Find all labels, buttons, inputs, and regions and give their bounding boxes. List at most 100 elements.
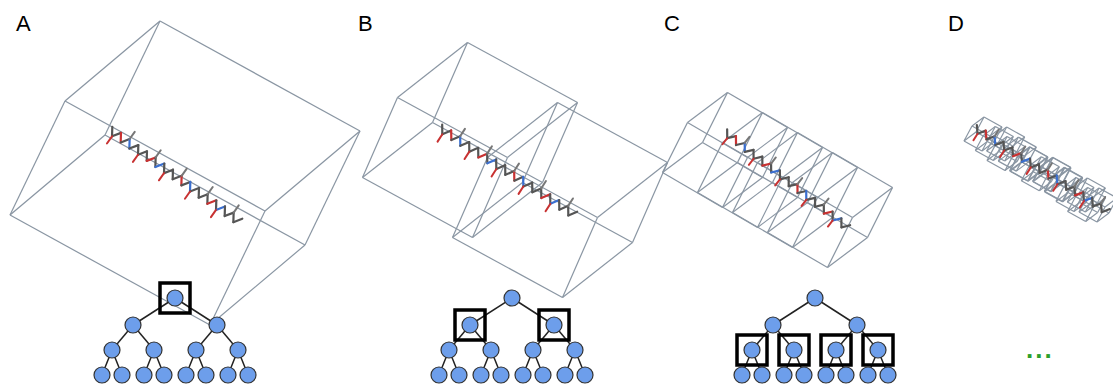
tree-node	[796, 367, 812, 383]
box-edge	[733, 183, 773, 213]
box-edge	[473, 183, 543, 238]
bond	[727, 136, 736, 138]
box-edge	[768, 233, 828, 268]
tree-node	[462, 317, 478, 333]
tree-node	[451, 367, 467, 383]
bond	[1040, 170, 1048, 173]
bond	[806, 198, 815, 200]
bond	[1013, 153, 1021, 156]
bond	[1066, 187, 1074, 190]
bond	[147, 157, 156, 160]
box-edge	[1097, 213, 1109, 222]
bond	[496, 165, 505, 169]
bond	[735, 136, 737, 145]
box-edge	[563, 243, 633, 298]
box-edge	[10, 135, 105, 215]
box-edge	[210, 211, 265, 325]
box-edge	[453, 158, 488, 238]
box-edge	[65, 21, 160, 101]
bond	[995, 130, 999, 137]
tree-node	[94, 367, 110, 383]
box-edge	[984, 117, 1002, 127]
bond	[1080, 201, 1084, 208]
box-edge	[563, 218, 598, 298]
box-edge	[783, 148, 823, 178]
bond	[207, 200, 216, 203]
box-edge	[833, 153, 893, 188]
box-edge	[363, 123, 433, 178]
highlight-square	[863, 335, 893, 365]
bond	[514, 164, 519, 171]
bond	[164, 170, 173, 173]
bond	[514, 177, 523, 181]
bond	[828, 220, 833, 226]
bond	[1057, 181, 1065, 184]
box-edge	[758, 133, 798, 163]
box-edge	[723, 113, 763, 143]
box-edge	[508, 103, 578, 158]
tree-node	[818, 367, 834, 383]
bond	[749, 159, 754, 165]
box-edge	[663, 123, 688, 173]
box-edge	[833, 168, 858, 218]
box-edge	[828, 238, 868, 268]
box-edge	[975, 142, 987, 151]
box-edge	[768, 183, 793, 233]
box-edge	[1021, 181, 1039, 191]
tree-node	[167, 290, 183, 306]
box-edge	[808, 153, 833, 203]
bond	[833, 218, 842, 220]
bond	[726, 129, 728, 138]
bond	[780, 177, 789, 179]
box-edge	[987, 152, 999, 161]
box-edge	[1044, 191, 1062, 201]
box-edge	[1030, 147, 1048, 157]
bond	[451, 136, 460, 140]
tree-node	[849, 317, 865, 333]
tree-node	[535, 367, 551, 383]
box-edge	[1056, 186, 1064, 201]
bond	[199, 194, 208, 197]
box-edge	[1068, 196, 1076, 211]
bond	[789, 184, 798, 186]
highlight-square	[539, 310, 569, 340]
box-edge	[1068, 202, 1080, 211]
bond	[559, 206, 568, 210]
highlight-square	[779, 335, 809, 365]
bond	[1093, 203, 1101, 206]
bond	[478, 154, 487, 158]
continuation-dots: ...	[1026, 336, 1054, 362]
box-edge	[1109, 198, 1113, 213]
bond	[754, 157, 763, 159]
bond	[797, 178, 802, 184]
bond	[744, 143, 746, 152]
box-edge	[733, 163, 758, 213]
box-edge	[688, 93, 728, 123]
bond	[133, 155, 138, 162]
box-edge	[868, 188, 893, 238]
box-edge	[10, 215, 210, 325]
bond	[208, 187, 213, 194]
box-edge	[1010, 171, 1028, 181]
bond	[487, 146, 492, 153]
box-edge	[598, 163, 668, 218]
bond	[523, 183, 532, 187]
box-edge	[1022, 147, 1030, 162]
bond	[438, 134, 443, 141]
tree-node	[136, 367, 152, 383]
bond	[460, 142, 469, 146]
box-edge	[633, 163, 668, 243]
box-edge	[793, 153, 833, 183]
bond	[234, 205, 239, 212]
box-edge	[1010, 162, 1022, 171]
tree-node	[198, 367, 214, 383]
box-edge	[1079, 212, 1097, 222]
box-edge	[468, 43, 578, 103]
bond	[1102, 209, 1110, 212]
bond	[1000, 151, 1004, 158]
box-edge	[1018, 137, 1036, 147]
panel-letter: C	[664, 13, 680, 35]
tree-node	[880, 367, 896, 383]
tree-node	[828, 342, 844, 358]
